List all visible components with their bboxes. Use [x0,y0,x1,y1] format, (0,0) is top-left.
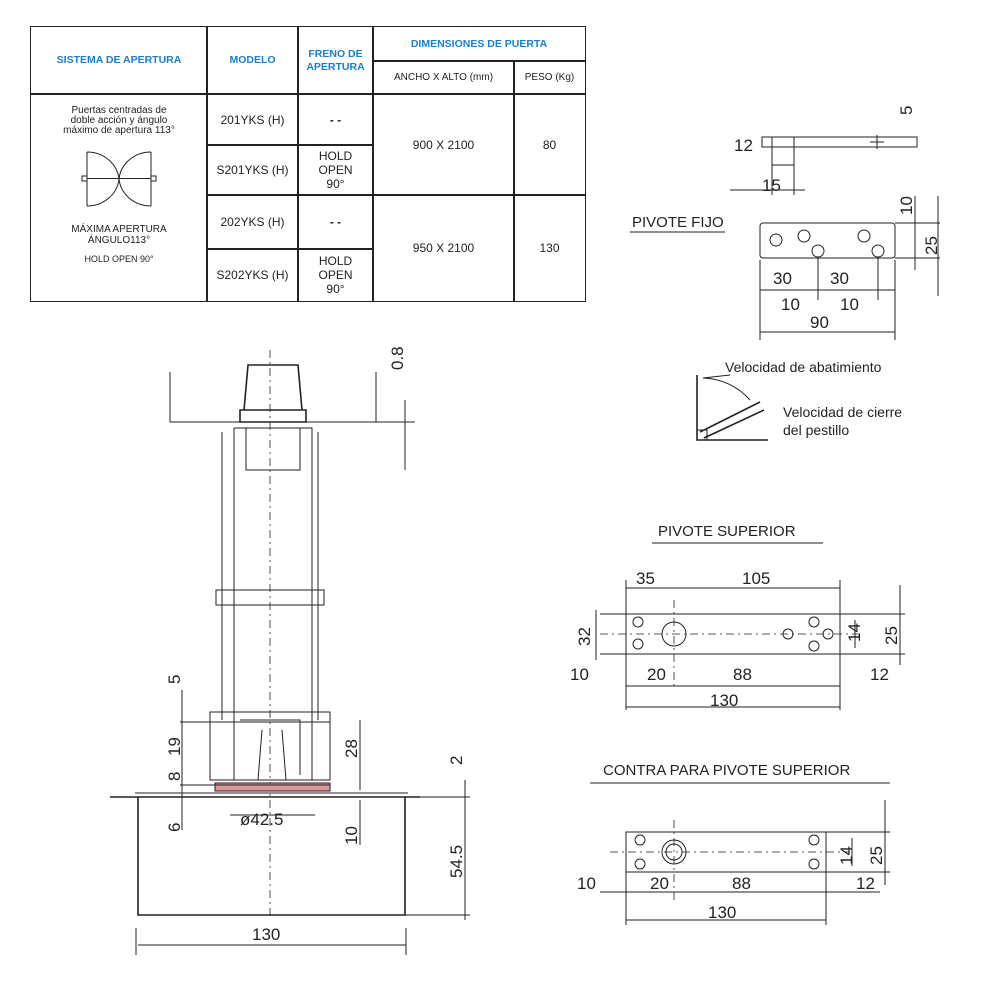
dim-label: 130 [708,903,736,922]
dim-label: 25 [867,846,886,865]
dim-label: 30 [830,269,849,288]
dim-label: 0.8 [388,346,407,370]
pivote-fijo-title: PIVOTE FIJO [632,214,724,231]
pivote-superior-title: PIVOTE SUPERIOR [658,523,796,540]
dim-label: 54.5 [447,845,466,878]
modelo-cell: 201YKS (H) [206,93,299,146]
floor-spring-section: 0.8 5 19 28 8 2 6 ø42.5 10 54.5 130 [110,346,470,955]
dim-label: 130 [252,925,280,944]
dim-label: 20 [650,874,669,893]
contra-pivote-drawing: CONTRA PARA PIVOTE SUPERIOR 25 14 10 20 … [577,762,890,925]
freno-cell: HOLD OPEN 90° [297,144,374,196]
dim-label: 25 [882,626,901,645]
angulo-label: ÁNGULO113° [87,235,151,246]
dim-label: 35 [636,569,655,588]
velocidad-abatimiento: Velocidad de abatimiento [725,359,882,375]
sistema-cell: Puertas centradas de doble acción y ángu… [30,93,208,302]
freno-cell: - - [297,93,374,146]
velocidad-diagram: Velocidad de abatimiento Velocidad de ci… [696,359,902,441]
dim-label: 12 [870,665,889,684]
velocidad-cierre: Velocidad de cierre [783,404,902,420]
dim-label: 105 [742,569,770,588]
dim-label: 28 [342,739,361,758]
dim-label: 88 [733,665,752,684]
peso-cell: 130 [513,194,586,302]
dimension-cell: 950 X 2100 [372,194,515,302]
hold-open-label: HOLD OPEN 90° [84,254,154,264]
velocidad-pestillo: del pestillo [783,422,849,438]
dim-label: 10 [570,665,589,684]
sistema-desc: Puertas centradas de doble acción y ángu… [63,105,175,136]
dim-label: 10 [840,295,859,314]
header-sistema: SISTEMA DE APERTURA [30,26,208,95]
contra-title: CONTRA PARA PIVOTE SUPERIOR [603,762,850,779]
dim-label: 20 [647,665,666,684]
dim-label: 10 [781,295,800,314]
dim-label: ø42.5 [240,810,283,829]
dim-label: 5 [165,675,184,684]
dim-label: 10 [342,826,361,845]
freno-cell: - - [297,194,374,250]
modelo-cell: 202YKS (H) [206,194,299,250]
header-peso: PESO (Kg) [513,60,586,95]
dim-label: 88 [732,874,751,893]
pivote-superior-drawing: PIVOTE SUPERIOR 35 105 32 14 25 10 20 88… [570,523,905,710]
dim-label: 10 [577,874,596,893]
pivote-fijo-drawing: PIVOTE FIJO 5 12 15 10 25 30 30 10 10 90 [630,106,941,340]
double-action-door-icon [81,151,157,207]
dim-label: 14 [837,846,856,865]
header-modelo: MODELO [206,26,299,95]
maxima-apertura-label: MÁXIMA APERTURA [71,224,167,235]
dim-label: 19 [165,737,184,756]
dim-label: 8 [165,772,184,781]
dim-label: 5 [897,106,916,115]
dim-label: 12 [734,136,753,155]
dim-label: 6 [165,823,184,832]
header-dimensiones: DIMENSIONES DE PUERTA [372,26,586,62]
dim-label: 15 [762,176,781,195]
dim-label: 90 [810,313,829,332]
dim-label: 12 [856,874,875,893]
dim-label: 10 [897,196,916,215]
dimension-cell: 900 X 2100 [372,93,515,196]
peso-cell: 80 [513,93,586,196]
modelo-cell: S202YKS (H) [206,248,299,302]
header-ancho-alto: ANCHO X ALTO (mm) [372,60,515,95]
dim-label: 32 [575,627,594,646]
modelo-cell: S201YKS (H) [206,144,299,196]
spec-table: SISTEMA DE APERTURA MODELO FRENO DE APER… [30,26,586,302]
dim-label: 30 [773,269,792,288]
freno-cell: HOLD OPEN 90° [297,248,374,302]
dim-label: 25 [922,236,941,255]
dim-label: 2 [447,756,466,765]
dim-label: 130 [710,691,738,710]
dim-label: 14 [845,623,864,642]
